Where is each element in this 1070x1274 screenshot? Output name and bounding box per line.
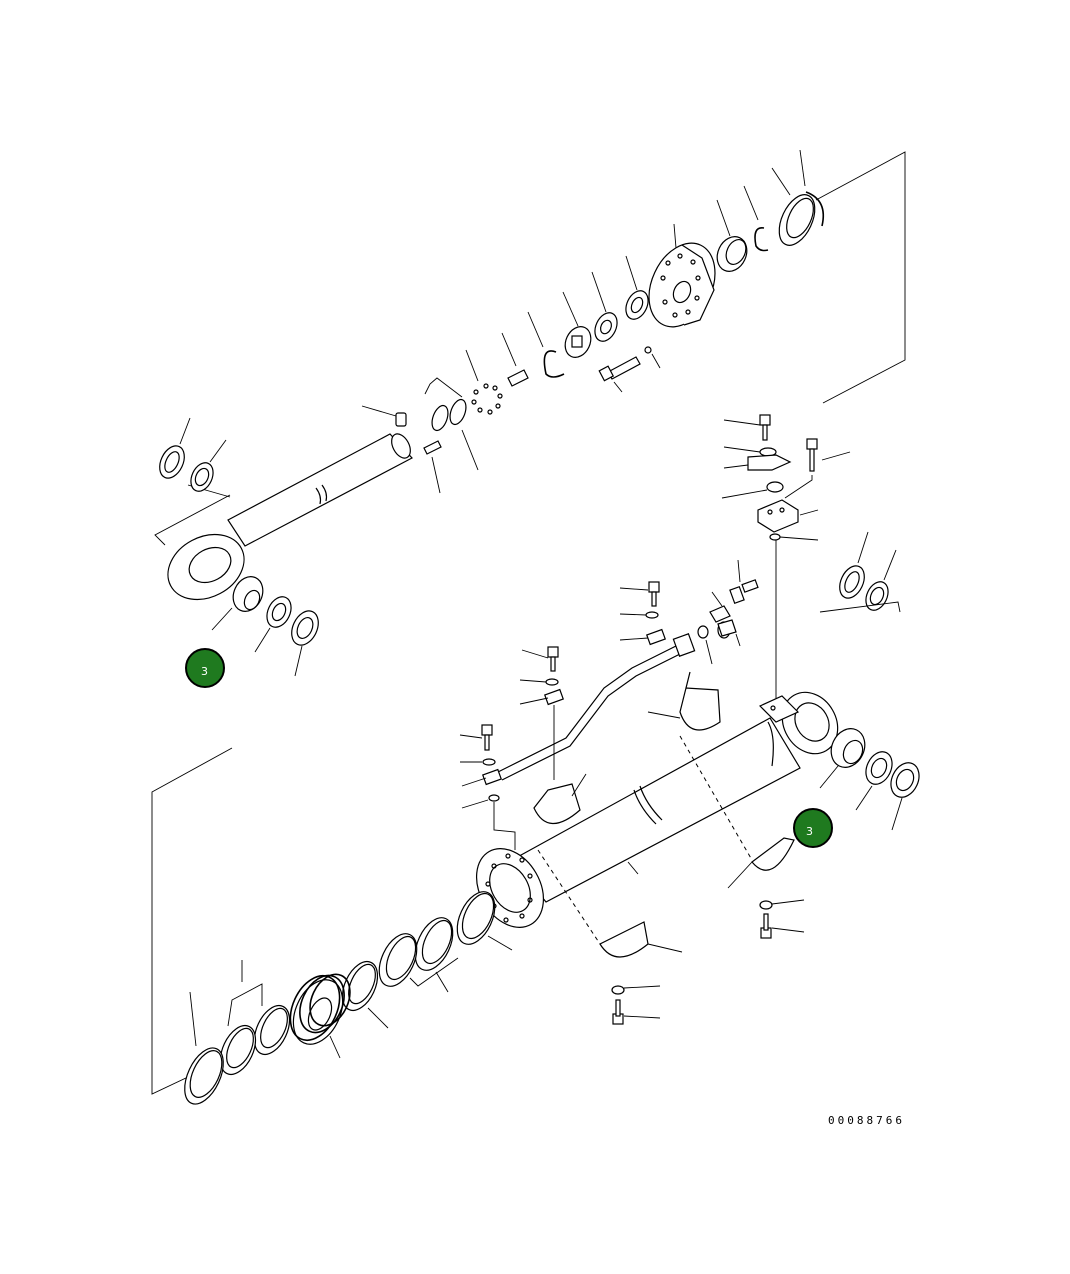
rod-eye-boundary (154, 494, 231, 546)
rod-eye-bushing-lower (211, 576, 319, 677)
drawing-number: 00088766 (828, 1114, 905, 1127)
ball-ring (471, 383, 503, 415)
rod-eye-seal-upper (159, 417, 227, 492)
tube-group-boundary (151, 747, 233, 1095)
rod-group-boundary (815, 151, 906, 404)
piston (648, 223, 716, 328)
center-line-clamp (537, 849, 601, 945)
piston-rod (167, 433, 413, 601)
piston-rings (716, 149, 825, 272)
head-end-bushing (819, 728, 920, 831)
callout-label: 3 (806, 825, 813, 838)
gland-seals (184, 891, 513, 1105)
callout-label: 3 (201, 665, 208, 678)
mounting-block-group (721, 414, 851, 700)
head-end-seals (819, 531, 901, 613)
callout-3-right[interactable]: 3 (793, 808, 833, 848)
cylinder-tube (475, 691, 839, 928)
rod-small-parts (361, 255, 661, 494)
pipe-clamps (533, 671, 805, 1025)
pipe-assembly (459, 559, 759, 850)
callout-3-left[interactable]: 3 (185, 648, 225, 688)
